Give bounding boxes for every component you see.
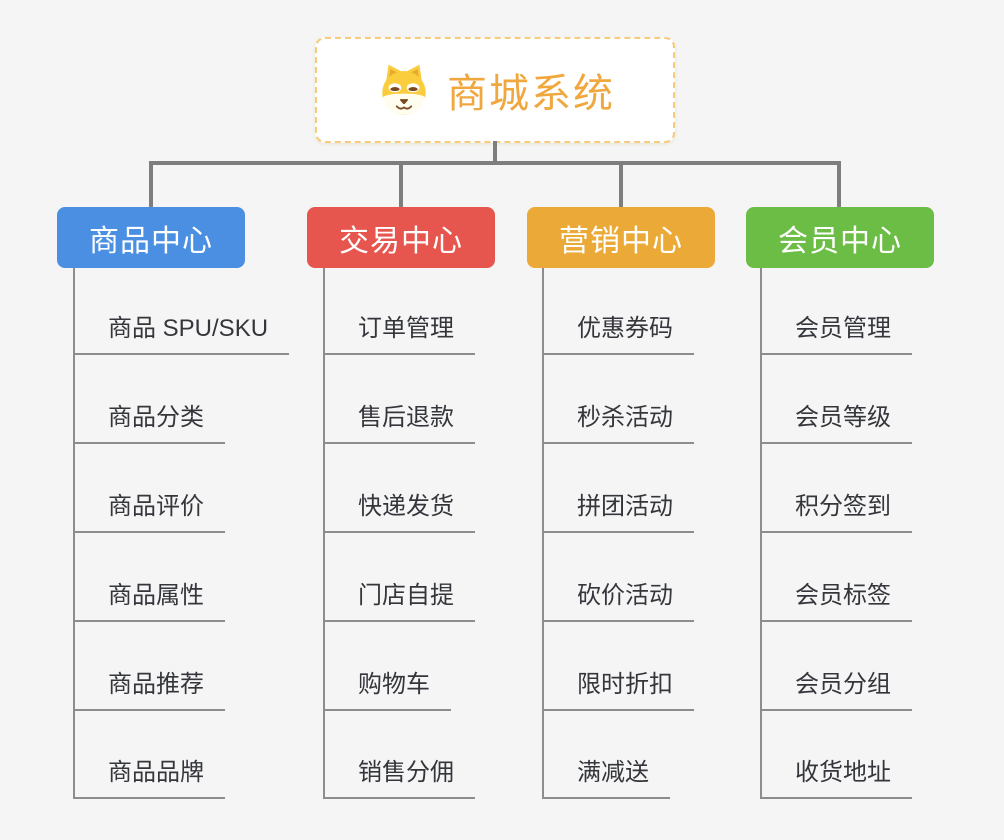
branch-node-trade-center[interactable]: 交易中心 bbox=[307, 207, 495, 268]
child-topic[interactable]: 砍价活动 bbox=[542, 581, 694, 622]
connector-drop-member bbox=[837, 161, 841, 208]
child-topic[interactable]: 门店自提 bbox=[323, 581, 475, 622]
child-topic[interactable]: 商品 SPU/SKU bbox=[73, 314, 290, 355]
children-column-trade: 订单管理 售后退款 快递发货 门店自提 购物车 销售分佣 bbox=[323, 268, 553, 799]
branch-label: 营销中心 bbox=[559, 224, 683, 258]
connector-drop-trade bbox=[399, 161, 403, 208]
child-topic[interactable]: 售后退款 bbox=[323, 403, 475, 444]
connector-drop-product bbox=[149, 161, 153, 208]
child-topic[interactable]: 快递发货 bbox=[323, 492, 475, 533]
child-topic[interactable]: 秒杀活动 bbox=[542, 403, 694, 444]
branch-node-member-center[interactable]: 会员中心 bbox=[746, 207, 934, 268]
children-column-product: 商品 SPU/SKU 商品分类 商品评价 商品属性 商品推荐 商品品牌 bbox=[73, 268, 303, 799]
child-topic[interactable]: 会员管理 bbox=[760, 314, 912, 355]
root-topic-node[interactable]: 商城系统 bbox=[315, 37, 675, 143]
children-column-marketing: 优惠券码 秒杀活动 拼团活动 砍价活动 限时折扣 满减送 bbox=[542, 268, 772, 799]
children-column-member: 会员管理 会员等级 积分签到 会员标签 会员分组 收货地址 bbox=[760, 268, 990, 799]
branch-label: 商品中心 bbox=[89, 224, 213, 258]
branch-label: 交易中心 bbox=[339, 224, 463, 258]
child-topic[interactable]: 订单管理 bbox=[323, 314, 475, 355]
child-topic[interactable]: 会员等级 bbox=[760, 403, 912, 444]
child-topic[interactable]: 积分签到 bbox=[760, 492, 912, 533]
child-topic[interactable]: 商品评价 bbox=[73, 492, 225, 533]
child-topic[interactable]: 满减送 bbox=[542, 758, 670, 799]
child-topic[interactable]: 限时折扣 bbox=[542, 670, 694, 711]
child-topic[interactable]: 销售分佣 bbox=[323, 758, 475, 799]
child-topic[interactable]: 购物车 bbox=[323, 670, 451, 711]
root-topic-title: 商城系统 bbox=[447, 72, 615, 116]
branch-label: 会员中心 bbox=[778, 224, 902, 258]
child-topic[interactable]: 会员标签 bbox=[760, 581, 912, 622]
child-topic[interactable]: 商品属性 bbox=[73, 581, 225, 622]
child-topic[interactable]: 会员分组 bbox=[760, 670, 912, 711]
connector-bus bbox=[149, 161, 841, 165]
child-topic[interactable]: 收货地址 bbox=[760, 758, 912, 799]
connector-drop-marketing bbox=[619, 161, 623, 208]
child-topic[interactable]: 商品分类 bbox=[73, 403, 225, 444]
dog-face-icon bbox=[382, 64, 426, 115]
connector-root-vertical bbox=[493, 141, 497, 162]
child-topic[interactable]: 优惠券码 bbox=[542, 314, 694, 355]
child-topic[interactable]: 商品推荐 bbox=[73, 670, 225, 711]
child-topic[interactable]: 拼团活动 bbox=[542, 492, 694, 533]
branch-node-marketing-center[interactable]: 营销中心 bbox=[527, 207, 715, 268]
branch-node-product-center[interactable]: 商品中心 bbox=[57, 207, 245, 268]
child-topic[interactable]: 商品品牌 bbox=[73, 758, 225, 799]
